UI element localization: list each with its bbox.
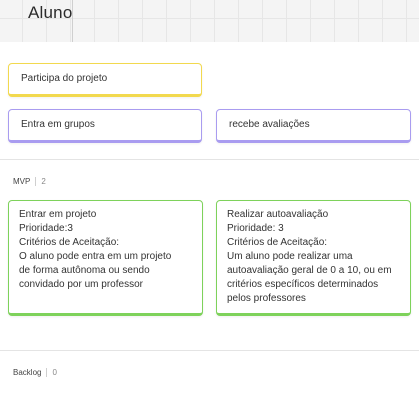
section-count: 0 xyxy=(52,368,57,377)
card-title: Realizar autoavaliação xyxy=(227,209,329,220)
section-separator xyxy=(46,368,48,377)
sticky-card-participa[interactable]: Participa do projeto xyxy=(8,63,202,97)
card-priority: Prioridade:3 xyxy=(19,223,73,234)
story-card-autoavaliacao[interactable]: Realizar autoavaliação Prioridade: 3 Cri… xyxy=(216,200,411,316)
story-card-entrar-projeto[interactable]: Entrar em projeto Prioridade:3 Critérios… xyxy=(8,200,203,316)
sticky-card-recebe-avaliacoes[interactable]: recebe avaliações xyxy=(216,109,411,143)
card-criteria-text: pelos professores xyxy=(227,293,306,304)
card-criteria-label: Critérios de Aceitação: xyxy=(227,237,328,248)
section-count: 2 xyxy=(41,177,46,186)
card-text: recebe avaliações xyxy=(229,119,310,130)
card-criteria-text: de forma autônoma ou sendo xyxy=(19,265,150,276)
section-divider-mvp xyxy=(0,159,419,160)
card-criteria-text: autoavaliação geral de 0 a 10, ou em xyxy=(227,265,392,276)
section-header-backlog[interactable]: Backlog 0 xyxy=(13,368,57,377)
section-divider-backlog xyxy=(0,350,419,351)
card-criteria-text: convidado por um professor xyxy=(19,279,143,290)
card-criteria-text: Um aluno pode realizar uma xyxy=(227,251,353,262)
section-title: Backlog xyxy=(13,368,42,377)
header-divider xyxy=(72,0,73,42)
section-header-mvp[interactable]: MVP 2 xyxy=(13,177,46,186)
page-title: Aluno xyxy=(28,3,73,22)
card-title: Entrar em projeto xyxy=(19,209,97,220)
section-title: MVP xyxy=(13,177,31,186)
card-criteria-label: Critérios de Aceitação: xyxy=(19,237,120,248)
card-criteria-text: O aluno pode entra em um projeto xyxy=(19,251,172,262)
card-text: Participa do projeto xyxy=(21,73,108,84)
header-grid-area: Aluno xyxy=(0,0,419,42)
card-criteria-text: critérios específicos determinados xyxy=(227,279,379,290)
section-separator xyxy=(35,177,37,186)
card-text: Entra em grupos xyxy=(21,119,95,130)
sticky-card-entra-grupos[interactable]: Entra em grupos xyxy=(8,109,202,143)
card-priority: Prioridade: 3 xyxy=(227,223,284,234)
